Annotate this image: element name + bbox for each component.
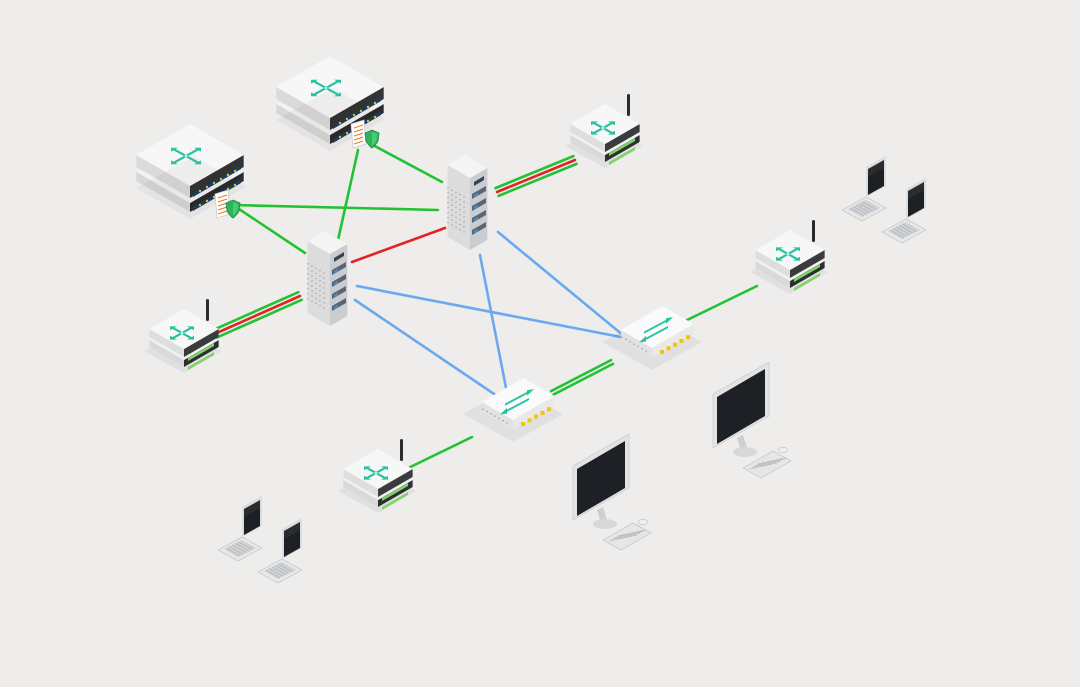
shield-icon <box>364 129 380 149</box>
link-core-router-a-to-server-center <box>231 203 440 212</box>
core-router-b <box>276 56 386 151</box>
monitor-icon <box>572 433 630 529</box>
link-switch-right-to-switch-bottom-2 <box>549 358 613 393</box>
link-server-left-to-edge-router-left-1 <box>210 298 304 342</box>
link-server-center-to-edge-router-top-right-1 <box>494 154 575 190</box>
links-layer <box>206 142 759 475</box>
switch-right <box>602 306 702 370</box>
policy-document-icon <box>214 189 231 219</box>
crossed-arrows-icon <box>170 326 194 340</box>
link-server-center-to-switch-bottom <box>478 253 510 400</box>
laptop-icon <box>841 156 887 222</box>
link-server-center-to-edge-router-top-right-3 <box>497 162 578 198</box>
mouse-icon <box>638 518 648 526</box>
access-router-bottom <box>338 439 416 513</box>
desktop-right <box>712 361 792 479</box>
link-server-center-to-switch-right <box>496 230 626 338</box>
link-switch-bottom-to-access-router-bottom <box>396 435 474 475</box>
edge-router-left <box>144 299 222 373</box>
keyboard-icon <box>742 450 792 479</box>
link-core-router-b-to-server-left <box>336 148 360 242</box>
crossed-arrows-icon <box>591 121 615 135</box>
desktop-center <box>572 433 652 551</box>
monitor-icon <box>712 361 770 457</box>
shield-icon <box>225 199 241 219</box>
link-server-left-to-edge-router-left-3 <box>206 290 300 334</box>
link-switch-right-to-access-router-right <box>683 284 759 323</box>
security-badges-layer <box>214 119 380 219</box>
server-center <box>447 155 488 250</box>
link-server-center-to-edge-router-top-right-2 <box>495 158 577 194</box>
crossed-arrows-icon <box>364 466 388 480</box>
laptop-icon <box>881 178 927 244</box>
laptop-icon <box>257 518 303 584</box>
link-server-left-to-server-center <box>350 226 447 264</box>
core-router-a <box>136 124 246 219</box>
laptops-top-right <box>841 156 927 244</box>
access-router-right <box>750 220 828 294</box>
server-left <box>307 231 348 326</box>
link-switch-right-to-switch-bottom-1 <box>551 362 615 397</box>
laptops-bottom-left <box>217 496 303 584</box>
keyboard-icon <box>602 522 652 551</box>
mouse-icon <box>778 446 788 454</box>
link-core-router-b-to-server-center <box>369 142 444 184</box>
link-server-left-to-switch-bottom <box>353 298 502 400</box>
crossed-arrows-icon <box>171 147 201 165</box>
laptop-icon <box>217 496 263 562</box>
link-core-router-a-to-server-left <box>231 203 307 255</box>
nodes-layer <box>136 56 927 584</box>
edge-router-top-right <box>565 94 643 168</box>
policy-document-icon <box>350 119 367 149</box>
link-server-left-to-edge-router-left-2 <box>208 294 302 338</box>
switch-bottom <box>463 378 563 442</box>
